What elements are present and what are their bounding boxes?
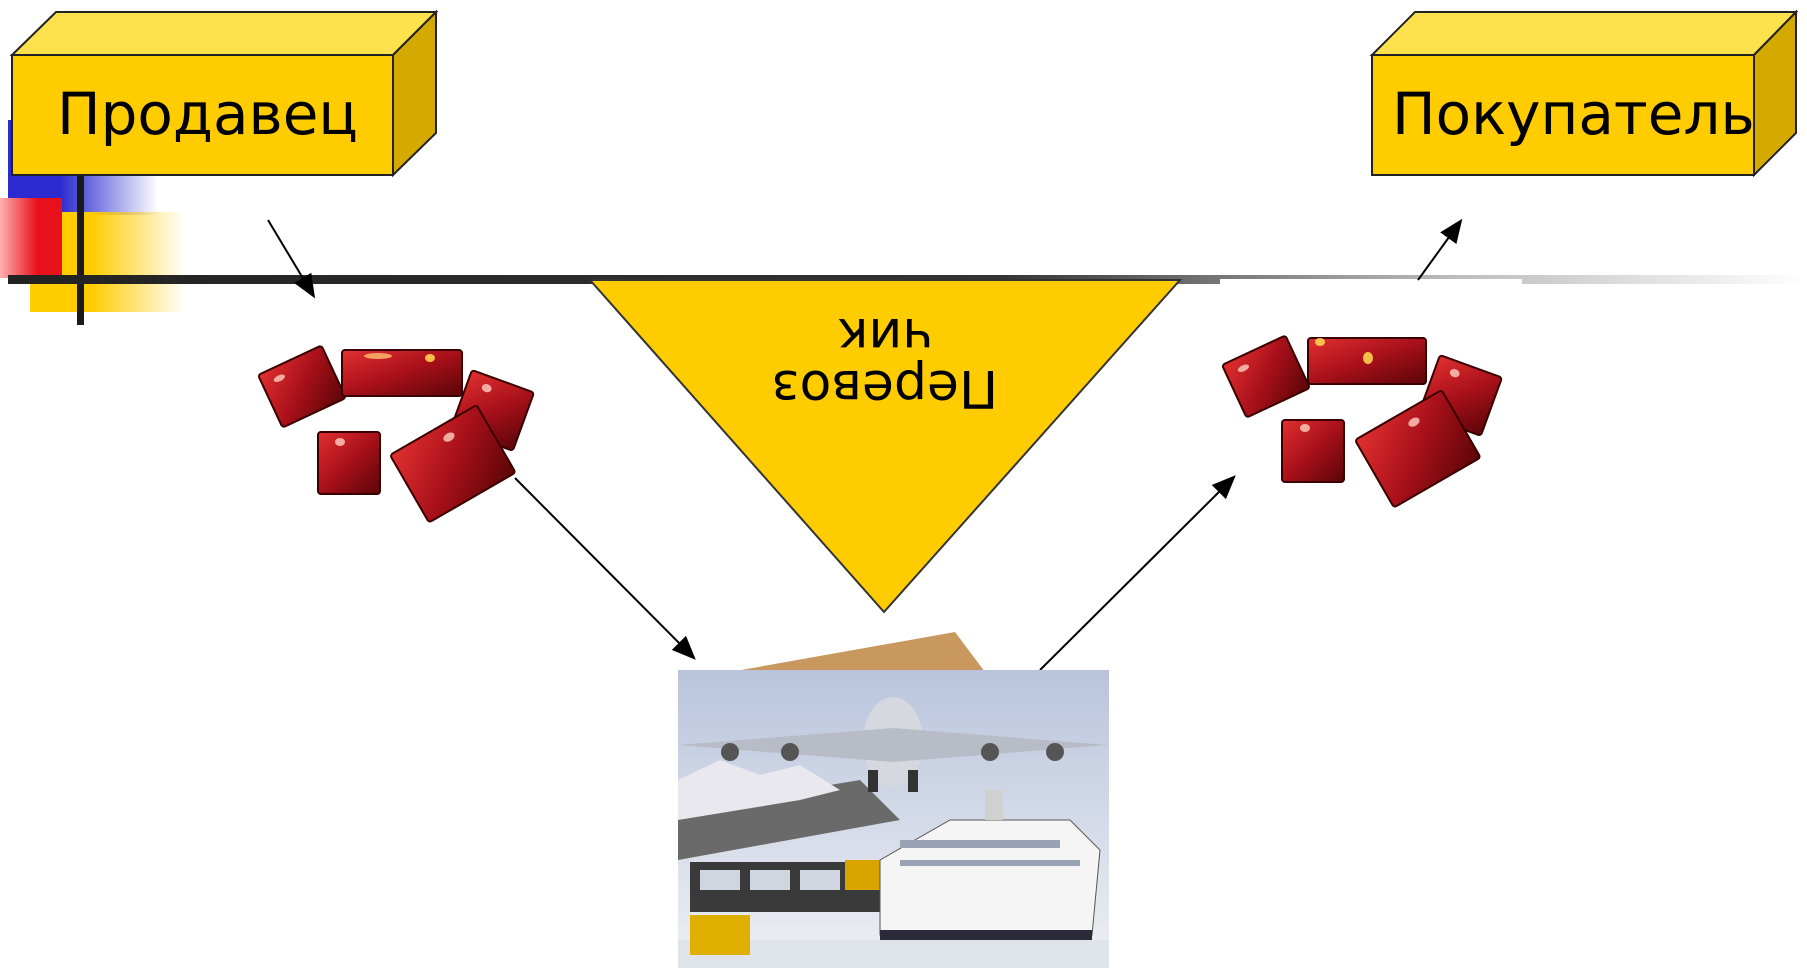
package — [341, 349, 463, 397]
decor-red-square — [0, 198, 62, 278]
carrier-triangle — [587, 279, 1183, 614]
carrier-label: Перевоз чик — [760, 306, 1010, 418]
carrier-label-line2: чик — [837, 306, 933, 366]
seller-label: Продавец — [57, 80, 358, 148]
arrow-transport-to-packages — [1039, 475, 1236, 671]
line-gap — [1220, 279, 1522, 289]
packages-image-right — [1221, 335, 1503, 508]
packages-image-left — [257, 345, 535, 523]
buyer-box — [1369, 9, 1799, 178]
buyer-label: Покупатель — [1392, 80, 1755, 148]
decor-vertical-bar — [77, 170, 84, 325]
arrow-line-to-buyer — [1417, 218, 1463, 281]
arrow-seller-to-line — [267, 219, 316, 299]
seller-box — [9, 9, 439, 178]
carrier-label-line1: Перевоз — [771, 358, 999, 418]
transport-image — [678, 632, 1109, 968]
arrow-packages-to-transport — [514, 477, 696, 660]
